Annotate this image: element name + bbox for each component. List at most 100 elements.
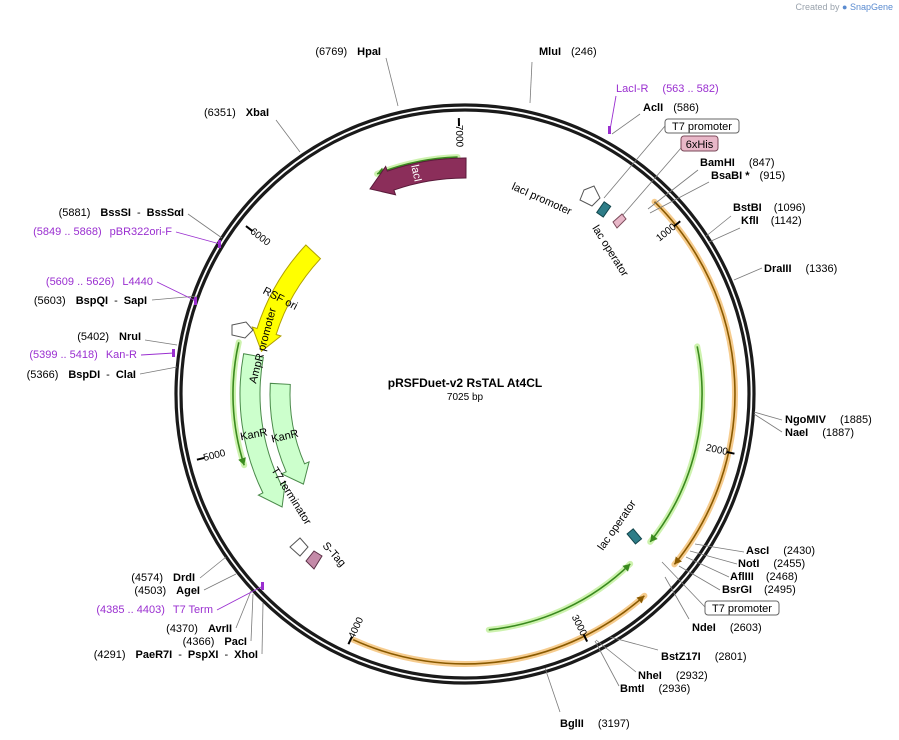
site-BsaBI[interactable]: BsaBI *(915) [711,170,785,182]
credit-prefix: Created by [795,2,840,12]
site-NheI[interactable]: NheI(2932) [638,670,708,682]
orf-1-line [352,595,645,665]
orf-0-arrowhead [674,556,682,565]
primer-labels: LacI-R(563 .. 582) (5849 .. 5868)pBR322o… [29,83,718,616]
tick-label-7000: 7000 [453,125,465,148]
primer-mark-LacI-R [608,126,611,134]
leader-line-24 [199,556,227,579]
feature-lacI-0[interactable] [369,157,467,196]
site-leader-lines [139,57,783,713]
green-arc-0-arrowhead [650,533,658,542]
tick-label-2000: 2000 [705,443,730,459]
site-BglII[interactable]: BglII(3197) [560,718,630,730]
green-arc-1-line [488,563,631,631]
lacI-promoter-arrow [579,185,601,207]
lac-operator-bottom-label: lac operator [596,498,639,553]
primer-Kan-R[interactable]: (5399 .. 5418)Kan-R [29,349,137,361]
leader-line-17 [544,667,561,713]
leader-line-13 [664,576,690,620]
t7-promoter-bottom-label: T7 promoter [712,603,772,615]
feature-KanR-3[interactable] [269,382,310,485]
snapgene-logo-icon: ● [842,2,848,12]
his-tag-box: 6xHis [680,135,719,152]
tick-6000 [245,225,253,232]
leader-line-18 [385,57,399,107]
site-PaeR7I[interactable]: (4291)PaeR7I-PspXI-XhoI [94,649,258,661]
primer-T7-Term[interactable]: (4385 .. 4403)T7 Term [96,604,213,616]
backbone [174,103,756,685]
tick-2000 [726,450,735,455]
tick-1000 [673,220,681,228]
primer-mark-pBR322ori-F-leader [175,231,221,245]
leader-line-23 [139,366,178,375]
orf-1-arrowhead [636,595,645,604]
app-credit: Created by ● SnapGene [795,2,893,12]
leader-line-7 [753,411,783,421]
leader-line-16 [594,640,620,687]
primer-LacI-R[interactable]: LacI-R(563 .. 582) [616,83,719,95]
site-AscI[interactable]: AscI(2430) [746,545,815,557]
primer-mark-Kan-R [172,349,175,357]
site-XbaI[interactable]: (6351)XbaI [204,107,269,119]
site-KflI[interactable]: KflI(1142) [741,215,802,227]
leader-line-26 [235,590,252,629]
s-tag-arrow [305,550,323,570]
his-tag-arrow [612,213,627,229]
site-BamHI[interactable]: BamHI(847) [700,157,775,169]
s-tag-label: S-Tag [320,540,348,569]
tick-3000 [582,633,589,642]
t7-promoter-bottom-leader [661,561,706,608]
t7-promoter-top-box: T7 promoter [664,118,740,134]
leader-line-10 [689,550,738,565]
site-DraIII[interactable]: DraIII(1336) [764,263,837,275]
site-NdeI[interactable]: NdeI(2603) [692,622,762,634]
primer-pBR322ori-F[interactable]: (5849 .. 5868)pBR322ori-F [33,226,172,238]
site-DrdI[interactable]: (4574)DrdI [131,572,195,584]
leader-line-15 [595,639,637,673]
primer-mark-LacI-R-leader [609,95,617,131]
site-HpaI[interactable]: (6769)HpaI [315,46,381,58]
leader-line-8 [753,413,783,433]
green-arc-0-glow [647,343,706,545]
site-BstBI[interactable]: BstBI(1096) [733,202,806,214]
feature-RSF-ori-1[interactable] [251,244,322,353]
primer-L4440[interactable]: (5609 .. 5626)L4440 [46,276,153,288]
site-BsrGI[interactable]: BsrGI(2495) [722,584,796,596]
site-AvrII[interactable]: (4370)AvrII [166,623,232,635]
primer-mark-pBR322ori-F [218,240,221,248]
site-BssSI[interactable]: (5881)BssSI-BssSαI [59,207,184,219]
site-NaeI[interactable]: NaeI(1887) [785,427,854,439]
green-arc-0-line [649,346,703,543]
t7-promoter-top-label: T7 promoter [672,121,732,133]
site-AclI[interactable]: AclI(586) [643,102,699,114]
leader-line-25 [203,573,237,591]
site-AgeI[interactable]: (4503)AgeI [134,585,200,597]
site-BstZ17I[interactable]: BstZ17I(2801) [661,651,747,663]
site-NgoMIV[interactable]: NgoMIV(1885) [785,414,872,426]
leader-line-12 [678,565,721,591]
site-BspDI[interactable]: (5366)BspDI-ClaI [27,369,136,381]
site-BmtI[interactable]: BmtI(2936) [620,683,690,695]
site-MluI[interactable]: MluI(246) [539,46,597,58]
site-BspQI[interactable]: (5603)BspQI-SapI [34,295,147,307]
site-PacI[interactable]: (4366)PacI [183,636,247,648]
lac-operator-top-label: lac operator [589,223,630,279]
leader-line-5 [708,227,741,243]
feature-label-0: lacI [408,164,423,183]
leader-line-19 [275,119,301,153]
plasmid-length: 7025 bp [447,392,484,403]
tick-label-6000: 6000 [248,226,273,249]
site-NotI[interactable]: NotI(2455) [738,558,805,570]
green-arc-2-line [232,342,245,466]
leader-line-1 [611,113,641,135]
primer-mark-L4440-leader [156,281,197,302]
t7-promoter-bottom-box: T7 promoter [704,600,780,616]
site-NruI[interactable]: (5402)NruI [77,331,141,343]
lacI-promoter-label: lacI promoter [510,181,574,218]
tick-4000 [347,636,353,645]
feature-KanR-2[interactable] [239,353,286,508]
leader-line-4 [704,215,732,238]
primer-mark-T7-Term [261,582,264,590]
site-AflIII[interactable]: AflIII(2468) [730,571,798,583]
